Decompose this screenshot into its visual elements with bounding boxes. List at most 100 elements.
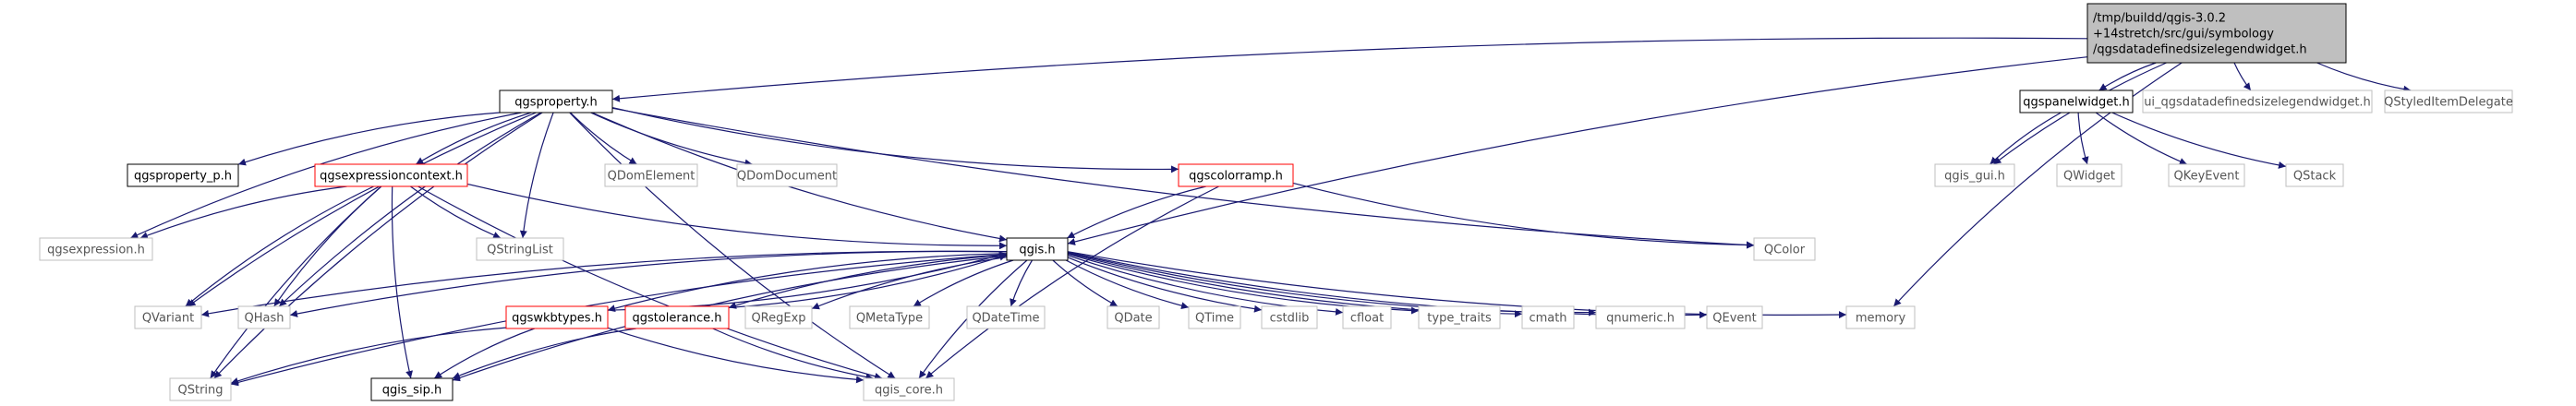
node-QString: QString (169, 377, 232, 401)
edge-qgis_h-to-QDate (1052, 259, 1119, 307)
node-label: QMetaType (856, 311, 923, 325)
edge-root-to-qgspanelwidget_h (2098, 62, 2157, 91)
node-label: qgis_core.h (875, 383, 943, 397)
edge-qgstolerance_h-to-qgis_core_h (712, 328, 874, 381)
edge-qgis_h-to-qgis_sip_h (452, 255, 1008, 382)
node-label: QStack (2293, 169, 2337, 183)
edge-qgspanelwidget_h-to-qgis_gui_h (1989, 112, 2062, 165)
node-box (169, 377, 232, 401)
node-box (370, 377, 454, 401)
node-QDateTime: QDateTime (966, 305, 1046, 329)
node-label: qgscolorramp.h (1189, 169, 1283, 183)
node-cfloat: cfloat (1342, 305, 1392, 329)
node-QStack: QStack (2285, 163, 2344, 187)
edge-qgsproperty_h-to-QString (213, 112, 543, 379)
edge-root-to-qgis_h (1067, 56, 2088, 245)
node-label: qgis.h (1019, 243, 1055, 257)
node-box (127, 163, 239, 187)
edge-qgspanelwidget_h-to-QWidget (2077, 112, 2089, 165)
node-box (505, 305, 609, 329)
edge-qgsproperty_h-to-qgscolorramp_h (611, 107, 1179, 173)
node-box (744, 305, 813, 329)
node-box (1188, 305, 1241, 329)
node-QWidget: QWidget (2056, 163, 2122, 187)
node-label: qgis_gui.h (1944, 169, 2005, 183)
edge-root-to-ui_qgsdatadefinedsizelegendwidget_h (2233, 62, 2252, 91)
node-box (966, 305, 1046, 329)
node-qgsproperty_h[interactable]: qgsproperty.h (499, 90, 613, 113)
node-label: QDateTime (972, 311, 1039, 325)
node-ui_qgsdatadefinedsizelegendwidget_h: ui_qgsdatadefinedsizelegendwidget.h (2142, 90, 2373, 113)
node-label: qgsproperty_p.h (134, 169, 232, 183)
edge-root-to-qgsproperty_h (611, 37, 2088, 102)
edge-qgsproperty_h-to-QStringList (519, 112, 554, 239)
node-label: qnumeric.h (1606, 311, 1675, 325)
edge-qgsexpressioncontext_h-to-QStringList (410, 185, 502, 239)
node-label: QRegExp (751, 311, 805, 325)
edge-qgspanelwidget_h-to-QStack (2111, 112, 2287, 169)
node-qgscolorramp_h[interactable]: qgscolorramp.h (1178, 163, 1294, 187)
node-box (2086, 3, 2347, 64)
node-label: type_traits (1427, 311, 1492, 325)
edge-qgis_h-to-memory (1067, 251, 1847, 319)
edge-root-to-memory (1893, 62, 2183, 307)
node-qgsexpressioncontext_h[interactable]: qgsexpressioncontext.h (314, 163, 468, 187)
node-box (134, 305, 202, 329)
node-label: cfloat (1350, 311, 1384, 325)
node-box (2142, 90, 2373, 113)
node-qgstolerance_h[interactable]: qgstolerance.h (624, 305, 730, 329)
node-QColor: QColor (1753, 237, 1816, 261)
node-qgis_h[interactable]: qgis.h (1006, 237, 1069, 261)
node-QKeyEvent: QKeyEvent (2168, 163, 2245, 187)
node-box (1706, 305, 1763, 329)
node-root[interactable]: /tmp/buildd/qgis-3.0.2 +14stretch/src/gui… (2086, 3, 2347, 64)
node-QHash: QHash (237, 305, 291, 329)
node-label: cmath (1529, 311, 1566, 325)
node-box (1521, 305, 1575, 329)
node-qgis_sip_h[interactable]: qgis_sip.h (370, 377, 454, 401)
edge-qgspanelwidget_h-to-QKeyEvent (2095, 112, 2188, 165)
node-cstdlib: cstdlib (1261, 305, 1318, 329)
edge-qgis_h-to-cmath (1067, 252, 1523, 318)
node-box (2019, 90, 2134, 113)
node-QVariant: QVariant (134, 305, 202, 329)
node-label: memory (1856, 311, 1906, 325)
node-box (1178, 163, 1294, 187)
edges-layer (130, 37, 2412, 387)
edge-qgswkbtypes_h-to-qgis_core_h (607, 327, 865, 384)
node-box (849, 305, 930, 329)
node-QEvent: QEvent (1706, 305, 1763, 329)
node-box (624, 305, 730, 329)
node-label: QTime (1195, 311, 1234, 325)
node-qgis_core_h: qgis_core.h (863, 377, 955, 401)
node-label: QDomDocument (737, 169, 837, 183)
node-label: QVariant (142, 311, 194, 325)
node-qgswkbtypes_h[interactable]: qgswkbtypes.h (505, 305, 609, 329)
node-memory: memory (1845, 305, 1916, 329)
node-qgis_gui_h: qgis_gui.h (1934, 163, 2015, 187)
node-QDate: QDate (1107, 305, 1160, 329)
node-qgsproperty_p_h[interactable]: qgsproperty_p.h (127, 163, 239, 187)
node-box (1261, 305, 1318, 329)
node-QStyledItemDelegate: QStyledItemDelegate (2384, 90, 2513, 113)
edge-qgstolerance_h-to-qgis_h (728, 253, 1008, 308)
node-QStringList: QStringList (476, 237, 564, 261)
node-label: QKeyEvent (2173, 169, 2239, 183)
node-QDomElement: QDomElement (604, 163, 698, 187)
node-label: QWidget (2063, 169, 2115, 183)
node-box (1595, 305, 1686, 329)
node-label: QStyledItemDelegate (2384, 95, 2513, 109)
node-label: +14stretch/src/gui/symbology (2093, 27, 2274, 41)
node-cmath: cmath (1521, 305, 1575, 329)
node-QMetaType: QMetaType (849, 305, 930, 329)
node-box (604, 163, 698, 187)
edge-qgsproperty_h-to-QVariant (187, 112, 537, 307)
node-label: /tmp/buildd/qgis-3.0.2 (2093, 11, 2226, 25)
edge-qgsproperty_h-to-qgsexpression_h (130, 112, 522, 239)
node-label: qgsexpression.h (47, 243, 145, 257)
edge-root-to-qgis_gui_h (1993, 62, 2167, 165)
node-box (1845, 305, 1916, 329)
node-box (1342, 305, 1392, 329)
edge-qgsproperty_h-to-QColor (611, 107, 1755, 249)
node-qgspanelwidget_h[interactable]: qgspanelwidget.h (2019, 90, 2134, 113)
